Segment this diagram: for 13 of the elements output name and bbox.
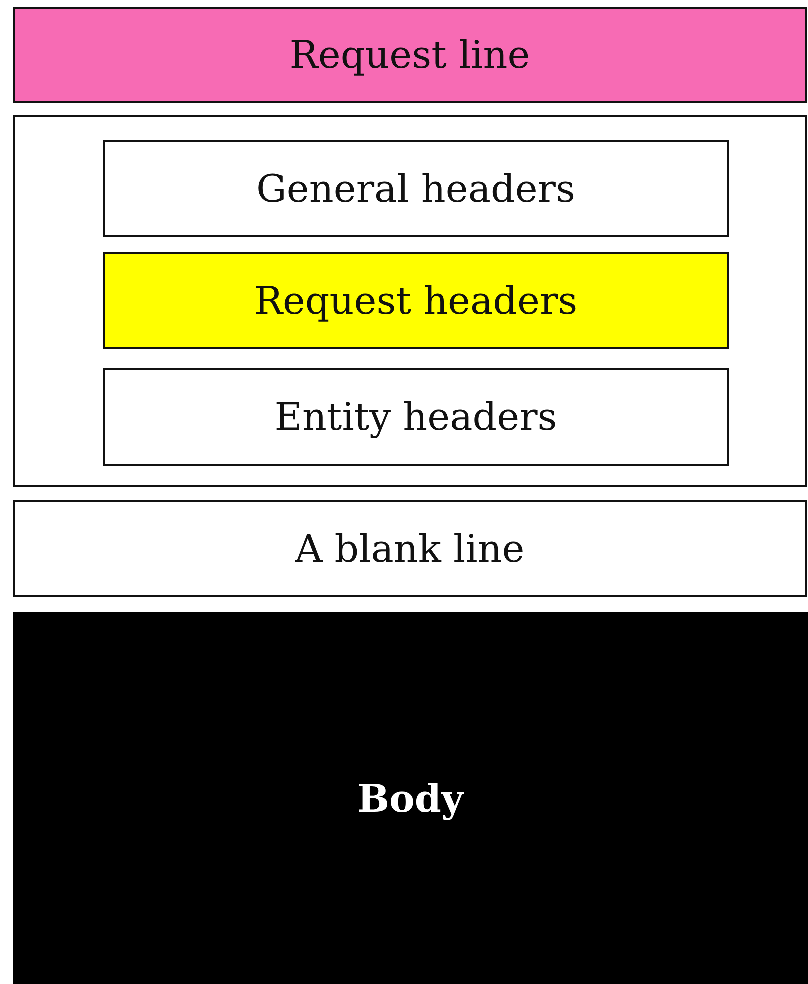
headers-group-box xyxy=(13,115,807,487)
body-block xyxy=(13,612,808,984)
section-label: Request headers xyxy=(254,278,578,322)
header-box xyxy=(103,368,729,466)
section-label: Request line xyxy=(290,33,530,77)
request-line-band xyxy=(13,7,807,103)
section-label: General headers xyxy=(256,166,576,210)
body-label: Body xyxy=(357,776,464,820)
section-label: Entity headers xyxy=(274,395,558,439)
header-box xyxy=(103,140,729,237)
section-label: A blank line xyxy=(295,526,525,570)
blank-line-band xyxy=(13,500,807,597)
header-box xyxy=(103,252,729,349)
